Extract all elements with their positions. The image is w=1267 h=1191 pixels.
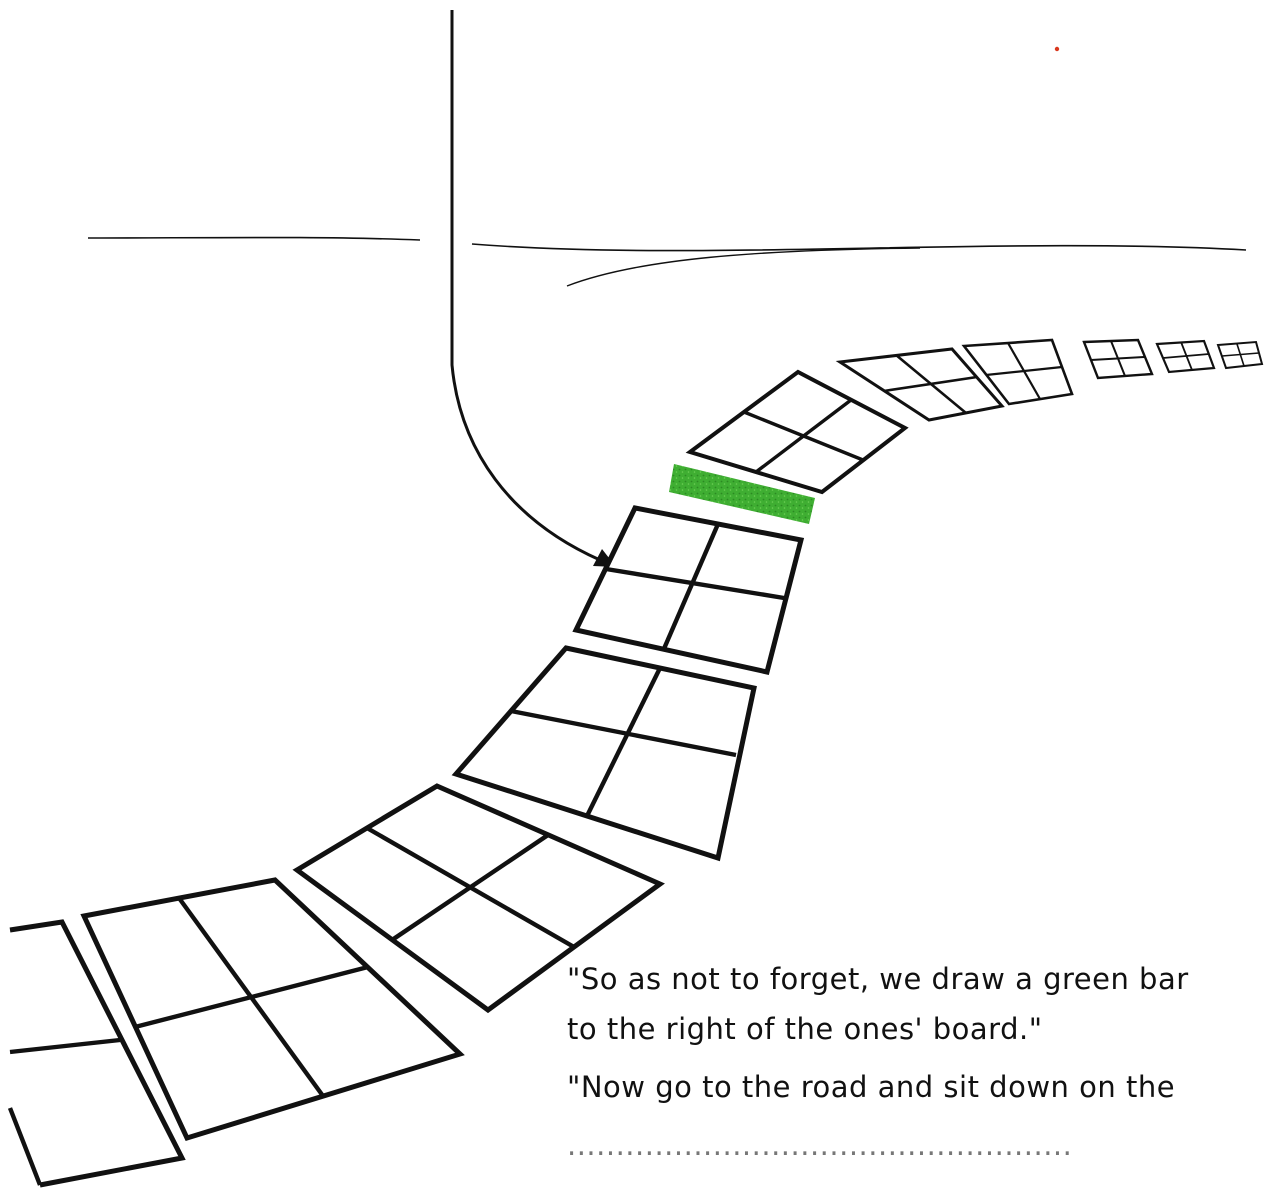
board-far-4: [1157, 341, 1214, 372]
caption-line-2: to the right of the ones' board.": [567, 1012, 1257, 1046]
pointer-arrow: [452, 10, 600, 560]
board-far-5: [1218, 342, 1262, 368]
board-far-3: [1084, 340, 1152, 378]
caption-line-1: "So as not to forget, we draw a green ba…: [567, 962, 1257, 996]
horizon-line-curve: [567, 248, 920, 286]
caption-line-3: "Now go to the road and sit down on the: [567, 1070, 1257, 1104]
board-tens: [690, 372, 905, 492]
ones-board: [576, 508, 801, 672]
caption-line-4-cut-off: ........................................…: [567, 1128, 1257, 1162]
red-dot: [1055, 47, 1059, 51]
horizon-line-left: [88, 238, 420, 241]
